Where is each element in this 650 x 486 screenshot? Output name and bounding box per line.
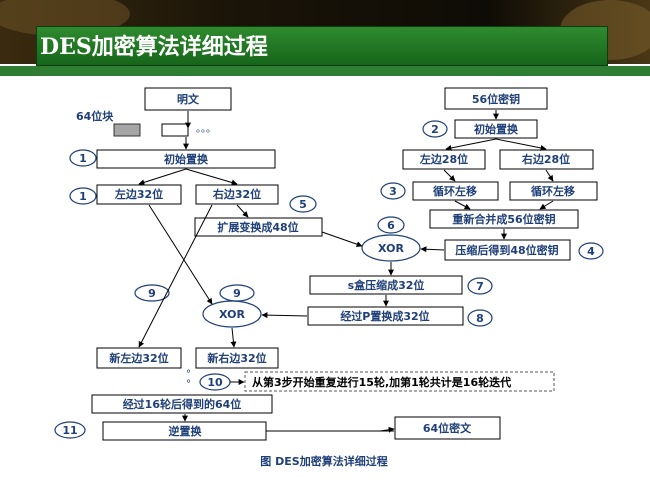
pc1-box: 初始置换 [454,119,538,139]
title-bar [36,26,608,66]
block64-label: 64位块 [76,109,114,123]
svg-text:1: 1 [79,190,87,203]
svg-text:初始置换: 初始置换 [474,122,519,136]
svg-text:左边28位: 左边28位 [419,152,468,166]
newleft-box: 新左边32位 [96,347,182,369]
left28-box: 左边28位 [402,149,486,170]
svg-text:3: 3 [389,185,397,198]
round-dots-2: ° [186,379,191,390]
round-dots-1: ° [186,369,191,380]
plaintext-box: 明文 [144,87,232,111]
svg-text:XOR: XOR [219,308,245,321]
svg-text:8: 8 [476,312,484,325]
block-segment [161,123,189,137]
svg-text:新左边32位: 新左边32位 [109,351,168,365]
merge56-box: 重新合并成56位密钥 [429,209,579,229]
right32-box: 右边32位 [195,184,279,205]
ip-box: 初始置换 [96,149,276,169]
svg-text:1: 1 [79,152,87,165]
svg-text:右边32位: 右边32位 [212,187,261,201]
xor2-node: XOR [202,300,262,328]
step-9b: 9 [219,284,255,302]
svg-text:9: 9 [148,287,156,300]
figure-caption: 图 DES加密算法详细过程 [260,454,387,468]
repeat-note: 从第3步开始重复进行15轮,加第1轮共计是16轮迭代 [244,371,555,392]
step-8: 8 [467,309,493,327]
svg-text:循环左移: 循环左移 [433,184,477,198]
newright-box: 新右边32位 [195,347,279,369]
svg-text:循环左移: 循环左移 [531,184,575,198]
svg-text:56位密钥: 56位密钥 [472,92,520,106]
svg-text:经过16轮后得到的64位: 经过16轮后得到的64位 [123,397,242,411]
slide-title: DES加密算法详细过程 [40,34,268,60]
cipher-box: 64位密文 [394,416,501,440]
step-1a: 1 [69,149,97,167]
step-2: 2 [422,120,448,138]
svg-text:扩展变换成48位: 扩展变换成48位 [217,220,298,234]
pbox-box: 经过P置换成32位 [307,306,464,326]
compress48-box: 压缩后得到48位密钥 [444,239,571,261]
expand48-box: 扩展变换成48位 [194,217,323,237]
svg-text:64位密文: 64位密文 [423,421,472,435]
svg-text:7: 7 [476,280,484,293]
svg-text:初始置换: 初始置换 [164,152,209,166]
step-11: 11 [54,421,86,439]
block-segment-grey [113,123,141,137]
block-dots: 。。。 [196,124,216,135]
svg-text:10: 10 [207,376,223,389]
svg-text:从第3步开始重复进行15轮,加第1轮共计是16轮迭代: 从第3步开始重复进行15轮,加第1轮共计是16轮迭代 [252,375,511,389]
step-6: 6 [377,216,405,234]
svg-text:右边28位: 右边28位 [521,152,570,166]
xor1-node: XOR [361,234,421,262]
step-1b: 1 [69,187,97,205]
step-3: 3 [380,182,406,200]
svg-text:逆置换: 逆置换 [169,424,203,438]
key56-box: 56位密钥 [444,87,548,110]
right28-box: 右边28位 [499,149,594,170]
step-9a: 9 [134,284,170,302]
inv-ip-box: 逆置换 [102,421,267,441]
svg-text:重新合并成56位密钥: 重新合并成56位密钥 [452,212,555,226]
step-7: 7 [467,277,493,295]
svg-text:2: 2 [431,123,439,136]
svg-text:s盒压缩成32位: s盒压缩成32位 [348,278,425,292]
lshift-right-box: 循环左移 [509,181,598,201]
sbox-box: s盒压缩成32位 [309,275,463,295]
step-5: 5 [289,195,317,213]
svg-text:左边32位: 左边32位 [114,187,163,201]
svg-text:压缩后得到48位密钥: 压缩后得到48位密钥 [455,243,558,257]
flow-arrows [138,110,554,433]
svg-text:XOR: XOR [378,242,404,255]
svg-text:11: 11 [62,424,77,437]
after16-box: 经过16轮后得到的64位 [91,394,273,414]
left32-box: 左边32位 [96,184,182,205]
svg-text:明文: 明文 [177,92,200,106]
svg-text:新右边32位: 新右边32位 [207,351,266,365]
svg-text:5: 5 [299,198,307,211]
lshift-left-box: 循环左移 [412,181,499,201]
svg-text:4: 4 [587,245,595,258]
svg-text:经过P置换成32位: 经过P置换成32位 [340,309,429,323]
step-10: 10 [199,373,231,391]
des-flowchart: 明文 64位块 。。。 初始置换 左边32位 右边32位 扩展变换成48位 56… [54,87,604,468]
svg-text:9: 9 [233,287,241,300]
svg-text:6: 6 [387,219,395,232]
step-4: 4 [578,242,604,260]
